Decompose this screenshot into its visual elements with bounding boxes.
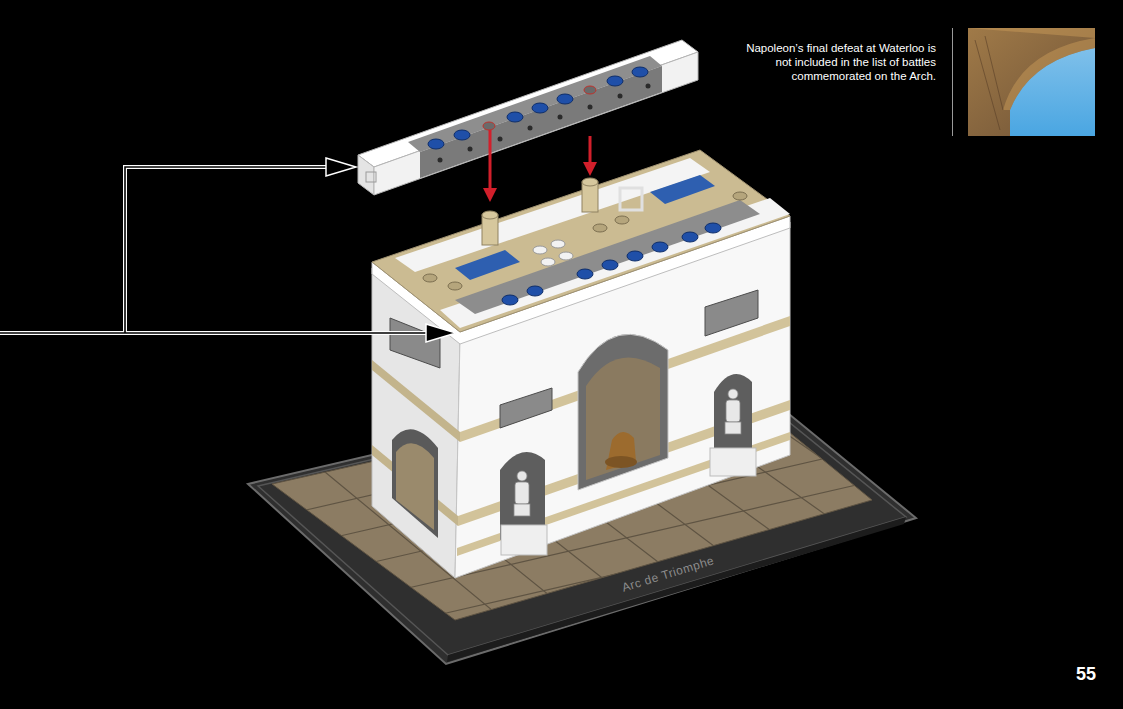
divider-line [952, 28, 953, 136]
placement-arrows [483, 130, 597, 202]
photo-thumbnail [968, 28, 1095, 136]
callout-leader [0, 158, 456, 342]
arch-model [372, 150, 790, 578]
top-piece [358, 40, 698, 195]
page-number: 55 [1062, 664, 1096, 685]
fact-note: Napoleon’s final defeat at Waterloo is n… [746, 41, 936, 83]
